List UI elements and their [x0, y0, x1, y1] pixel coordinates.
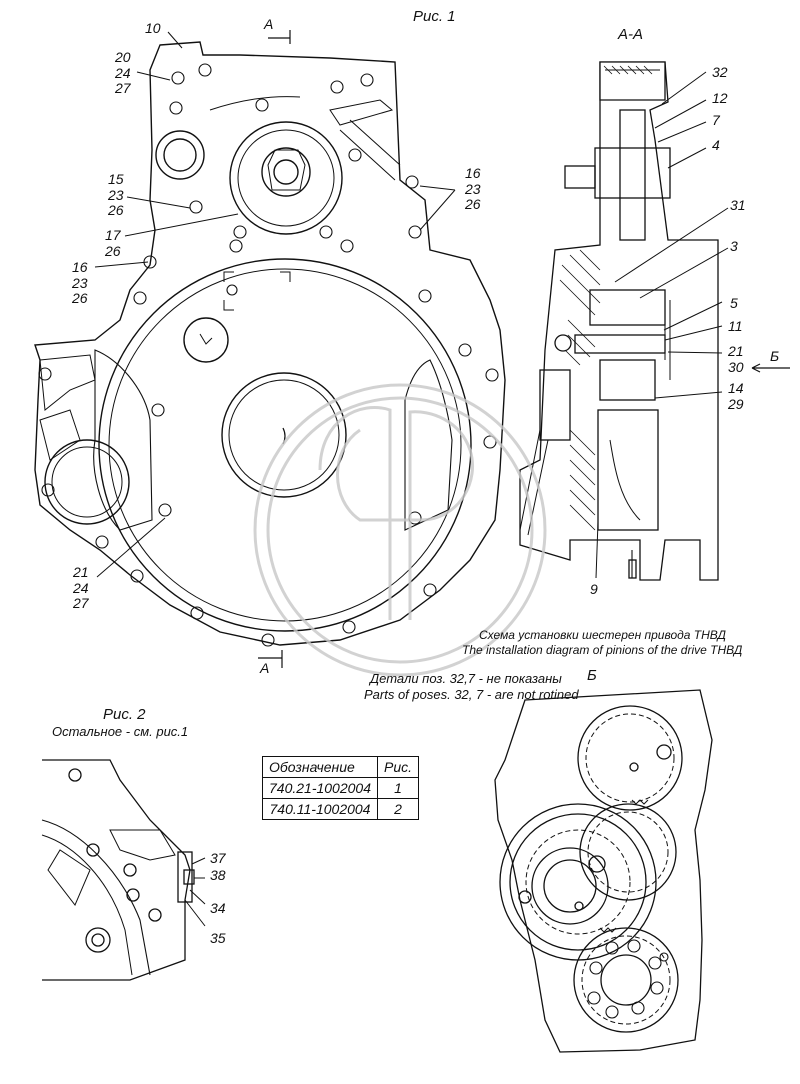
figure2-drawing: [41, 759, 206, 981]
view-b-title: Б: [587, 667, 597, 684]
cell-designation: 740.11-1002004: [262, 798, 378, 820]
callout-5: 5: [730, 295, 738, 311]
callout-35: 35: [210, 930, 226, 946]
callout-38: 38: [210, 867, 226, 883]
callout-21-24-27: 21 24 27: [73, 564, 89, 611]
header-figure: Рис.: [376, 756, 420, 778]
section-marker-bottom: А: [260, 660, 270, 676]
callout-10: 10: [145, 20, 161, 36]
header-designation: Обозначение: [262, 756, 378, 778]
callout-32: 32: [712, 64, 728, 80]
callout-11: 11: [728, 318, 743, 334]
caption-en: The installation diagram of pinions of t…: [462, 643, 743, 657]
callout-16-23-26-left: 16 23 26: [72, 259, 88, 306]
designation-table: Обозначение Рис. 740.21-1002004 1 740.11…: [262, 756, 420, 820]
starter-hole: [44, 439, 130, 525]
callout-16-23-26-right: 16 23 26: [465, 165, 481, 212]
callout-20-24-27: 20 24 27: [115, 49, 131, 96]
caption-ru: Схема установки шестерен привода ТНВД: [479, 628, 726, 642]
table-row: 740.21-1002004 1: [262, 777, 420, 799]
note-en: Parts of poses. 32, 7 - are not rotined: [364, 687, 579, 702]
section-aa-drawing: [519, 61, 790, 581]
bolt-holes: [38, 63, 499, 647]
figure2-subtitle: Остальное - см. рис.1: [52, 724, 189, 739]
figure2-title: Рис. 2: [103, 706, 146, 723]
callout-15-23-26: 15 23 26: [108, 171, 124, 218]
figure1-title: Рис. 1: [413, 8, 456, 25]
watermark-logo: [253, 383, 547, 677]
callout-34: 34: [210, 900, 226, 916]
note-ru: Детали поз. 32,7 - не показаны: [370, 671, 562, 686]
section-marker-top: А: [264, 16, 274, 32]
view-b-drawing: [494, 689, 713, 1053]
callout-12: 12: [712, 90, 728, 106]
callout-4: 4: [712, 137, 720, 153]
central-bore: [221, 372, 347, 498]
view-arrow-b-label: Б: [770, 348, 780, 364]
callout-3: 3: [730, 238, 738, 254]
callout-17-26: 17 26: [105, 227, 121, 259]
callout-7: 7: [712, 112, 720, 128]
callout-14-29: 14 29: [728, 380, 744, 412]
callout-31: 31: [730, 197, 746, 213]
table-row: 740.11-1002004 2: [262, 798, 420, 820]
cell-figure: 1: [376, 777, 420, 799]
cell-designation: 740.21-1002004: [262, 777, 378, 799]
housing-inner-bead: [98, 258, 472, 632]
section-aa-title: А-А: [618, 26, 644, 43]
callout-9: 9: [590, 581, 598, 597]
table-header-row: Обозначение Рис.: [262, 756, 420, 778]
callout-37: 37: [210, 850, 226, 866]
cell-figure: 2: [376, 798, 420, 820]
pump-drive-boss: [229, 121, 343, 235]
callout-21-30: 21 30: [728, 343, 744, 375]
